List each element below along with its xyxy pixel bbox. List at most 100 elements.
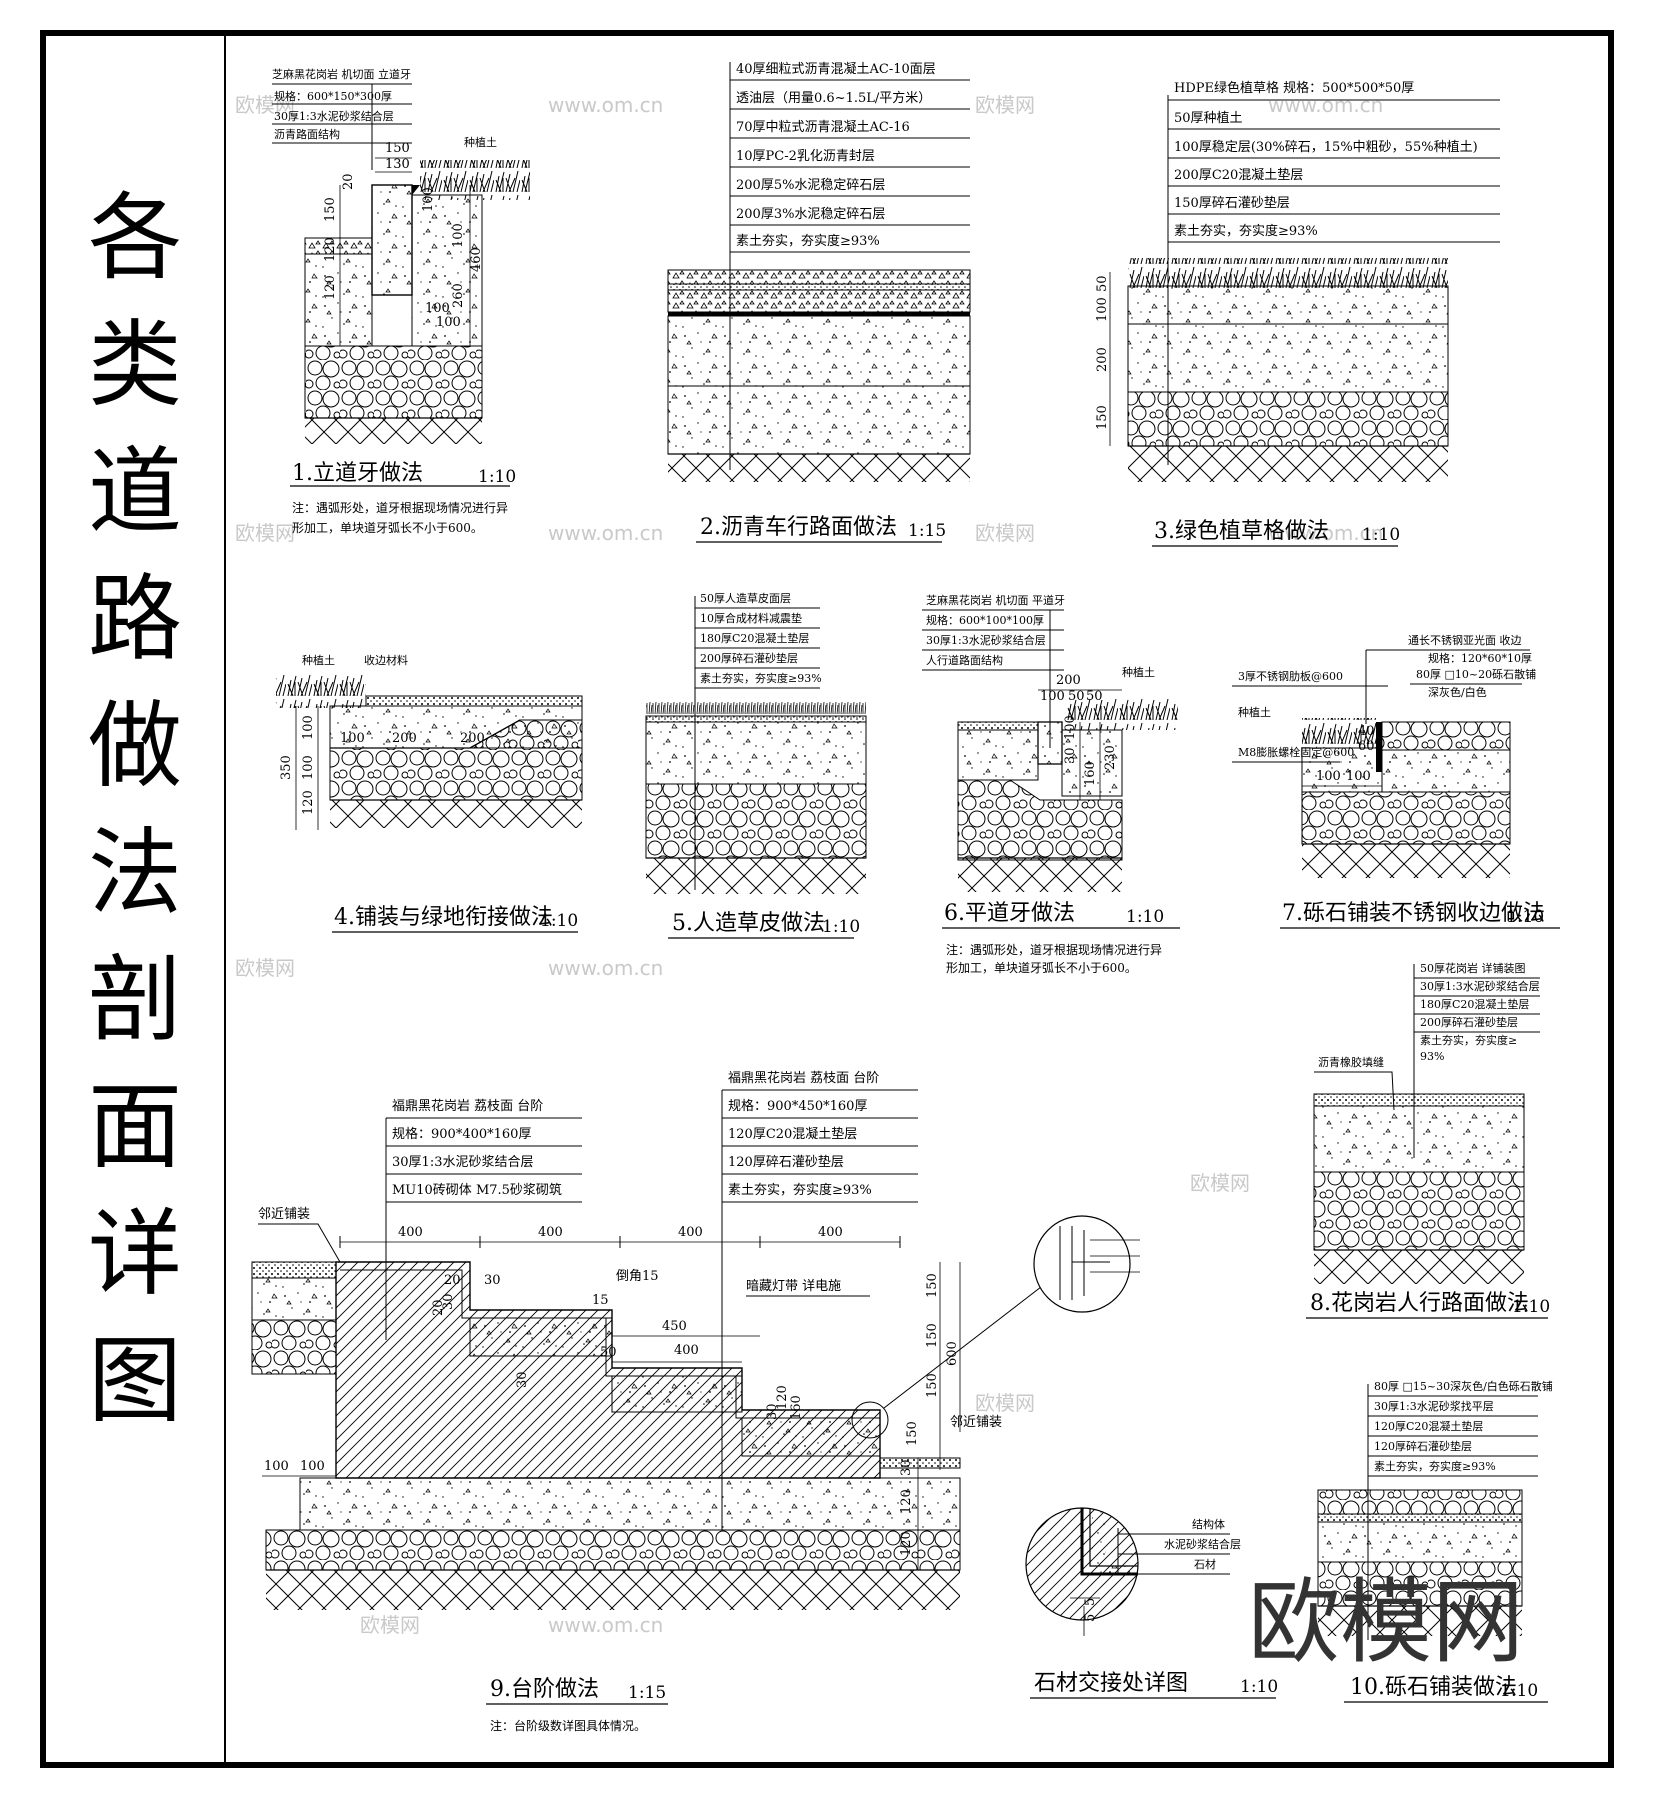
d9-top-dimensions: 400 400 400 400 (339, 1225, 901, 1248)
d6-dimensions: 200 100 50 50 100 30 160 230 (1038, 673, 1122, 800)
svg-text:120厚碎石灌砂垫层: 120厚碎石灌砂垫层 (728, 1154, 844, 1170)
detail-caption: 9.台阶做法 (490, 1677, 599, 1702)
svg-text:400: 400 (538, 1225, 563, 1240)
svg-text:120: 120 (323, 275, 338, 300)
svg-text:150: 150 (925, 1273, 940, 1298)
d9-dimensions: 20 30 20 30 15 450 400 50 30 120 160 30 … (262, 1262, 961, 1570)
svg-text:400: 400 (678, 1225, 703, 1240)
svg-text:400: 400 (398, 1225, 423, 1240)
svg-text:5: 5 (1083, 1614, 1098, 1622)
svg-text:100: 100 (264, 1459, 289, 1474)
svg-text:180厚C20混凝土垫层: 180厚C20混凝土垫层 (700, 631, 809, 645)
detail-note: 形加工，单块道牙弧长不小于600。 (292, 521, 483, 535)
svg-text:160: 160 (789, 1395, 804, 1420)
svg-text:120厚碎石灌砂垫层: 120厚碎石灌砂垫层 (1374, 1439, 1472, 1453)
svg-text:30: 30 (899, 1459, 914, 1476)
svg-text:30: 30 (765, 1403, 780, 1420)
svg-text:100: 100 (425, 301, 450, 316)
detail-10-gravel-paving: 80厚 □15~30深灰色/白色砾石散铺 30厚1:3水泥砂浆找平层 120厚C… (1317, 1379, 1553, 1703)
layer-label: 收边材料 (364, 653, 408, 667)
svg-text:种植土: 种植土 (1238, 705, 1271, 719)
svg-text:100: 100 (300, 1459, 325, 1474)
svg-text:100: 100 (340, 731, 365, 746)
svg-text:福鼎黑花岗岩 荔枝面 台阶: 福鼎黑花岗岩 荔枝面 台阶 (392, 1098, 543, 1114)
curb-stone (371, 184, 413, 296)
svg-text:50厚人造草皮面层: 50厚人造草皮面层 (700, 591, 791, 605)
detail-caption: 10.砾石铺装做法 (1350, 1675, 1517, 1700)
watermark-url: www.om.cn (1268, 93, 1383, 117)
svg-text:150厚碎石灌砂垫层: 150厚碎石灌砂垫层 (1174, 195, 1290, 211)
svg-text:素土夯实，夯实度≥93%: 素土夯实，夯实度≥93% (700, 671, 822, 685)
detail-caption: 8.花岗岩人行路面做法 (1310, 1291, 1529, 1316)
layer-label: 30厚1:3水泥砂浆结合层 (274, 109, 394, 123)
svg-text:150: 150 (323, 197, 338, 222)
watermark-text: 欧模网 (235, 956, 295, 980)
soil-label: 种植土 (1122, 665, 1155, 679)
detail-scale: 1:10 (1362, 525, 1400, 545)
detail-stone-joint: 结构体 水泥砂浆结合层 石材 5 5 石材交接处详图 1:10 (1025, 1215, 1278, 1699)
svg-text:400: 400 (674, 1343, 699, 1358)
detail-caption: 3.绿色植草格做法 (1154, 519, 1329, 544)
svg-text:200厚C20混凝土垫层: 200厚C20混凝土垫层 (1174, 167, 1303, 183)
svg-text:5: 5 (1083, 1598, 1098, 1606)
svg-text:600: 600 (945, 1341, 960, 1366)
watermark-logo: 欧模网 (1248, 1569, 1524, 1676)
svg-text:150: 150 (905, 1421, 920, 1446)
svg-text:30: 30 (1063, 747, 1078, 764)
svg-text:200: 200 (1095, 347, 1110, 372)
svg-text:100: 100 (1316, 769, 1341, 784)
joint-circle (1025, 1507, 1139, 1621)
title-char: 剖 (87, 946, 182, 1055)
drawing-frame (40, 30, 1614, 1768)
svg-text:30: 30 (484, 1273, 501, 1288)
title-char: 详 (87, 1200, 182, 1309)
detail-caption: 7.砾石铺装不锈钢收边做法 (1282, 901, 1545, 926)
layer-label: 种植土 (302, 653, 335, 667)
title-char: 做 (87, 692, 182, 801)
svg-text:120: 120 (899, 1489, 914, 1514)
svg-text:100: 100 (1095, 297, 1110, 322)
watermark-url: www.om.cn (1268, 521, 1383, 545)
svg-text:200厚3%水泥稳定碎石层: 200厚3%水泥稳定碎石层 (736, 206, 885, 222)
neighbor-label: 邻近铺装 (950, 1415, 1002, 1430)
svg-text:10厚合成材料减震垫: 10厚合成材料减震垫 (700, 611, 802, 625)
svg-text:100厚稳定层(30%碎石，15%中粗砂，55%种植土): 100厚稳定层(30%碎石，15%中粗砂，55%种植土) (1174, 139, 1478, 155)
svg-text:50: 50 (600, 1345, 617, 1360)
svg-text:200厚碎石灌砂垫层: 200厚碎石灌砂垫层 (700, 651, 798, 665)
svg-text:350: 350 (279, 755, 294, 780)
svg-text:素土夯实，夯实度≥93%: 素土夯实，夯实度≥93% (1374, 1459, 1496, 1473)
svg-text:15: 15 (592, 1293, 609, 1308)
svg-text:100: 100 (1040, 689, 1065, 704)
detail-scale: 1:10 (1512, 1297, 1550, 1317)
detail-note: 注：遇弧形处，道牙根据现场情况进行异 (946, 942, 1162, 957)
svg-text:素土夯实，夯实度≥93%: 素土夯实，夯实度≥93% (736, 233, 880, 249)
svg-text:20: 20 (431, 1299, 446, 1316)
svg-text:50: 50 (1068, 689, 1085, 704)
watermark-url: www.om.cn (548, 93, 663, 117)
watermark-url: www.om.cn (548, 521, 663, 545)
svg-text:40: 40 (1358, 724, 1375, 739)
detail-6-flush-curb: 芝麻黑花岗岩 机切面 平道牙 规格：600*100*100厚 30厚1:3水泥砂… (922, 593, 1180, 975)
svg-text:MU10砖砌体 M7.5砂浆砌筑: MU10砖砌体 M7.5砂浆砌筑 (392, 1182, 562, 1198)
light-strip-label: 暗藏灯带 详电施 (746, 1279, 841, 1294)
svg-text:80厚 □10~20砾石散铺: 80厚 □10~20砾石散铺 (1416, 667, 1536, 681)
svg-text:50: 50 (1086, 689, 1103, 704)
svg-text:规格：900*450*160厚: 规格：900*450*160厚 (728, 1098, 867, 1114)
title-char: 道 (87, 438, 182, 547)
layer-label: 结构体 (1192, 1517, 1225, 1531)
detail-note: 注：台阶级数详图具体情况。 (490, 1718, 646, 1733)
title-char: 法 (87, 819, 182, 928)
detail-note: 形加工，单块道牙弧长不小于600。 (946, 961, 1137, 975)
svg-text:150: 150 (925, 1323, 940, 1348)
d1-dimensions: 150 130 20 150 120 120 100 100 460 260 1… (323, 141, 484, 346)
svg-text:180厚C20混凝土垫层: 180厚C20混凝土垫层 (1420, 997, 1529, 1011)
d3-labels: HDPE绿色植草格 规格：500*500*50厚 50厚种植土 100厚稳定层(… (1167, 80, 1500, 465)
svg-text:规格：120*60*10厚: 规格：120*60*10厚 (1428, 651, 1532, 665)
watermark-url: www.om.cn (548, 956, 663, 980)
detail-scale: 1:15 (908, 521, 946, 541)
detail-scale: 1:15 (628, 1683, 666, 1703)
detail-scale: 1:10 (1240, 1677, 1278, 1697)
detail-caption: 1.立道牙做法 (292, 461, 423, 486)
svg-text:100: 100 (436, 315, 461, 330)
d2-labels: 40厚细粒式沥青混凝土AC-10面层 透油层（用量0.6~1.5L/平方米） 7… (729, 61, 970, 470)
